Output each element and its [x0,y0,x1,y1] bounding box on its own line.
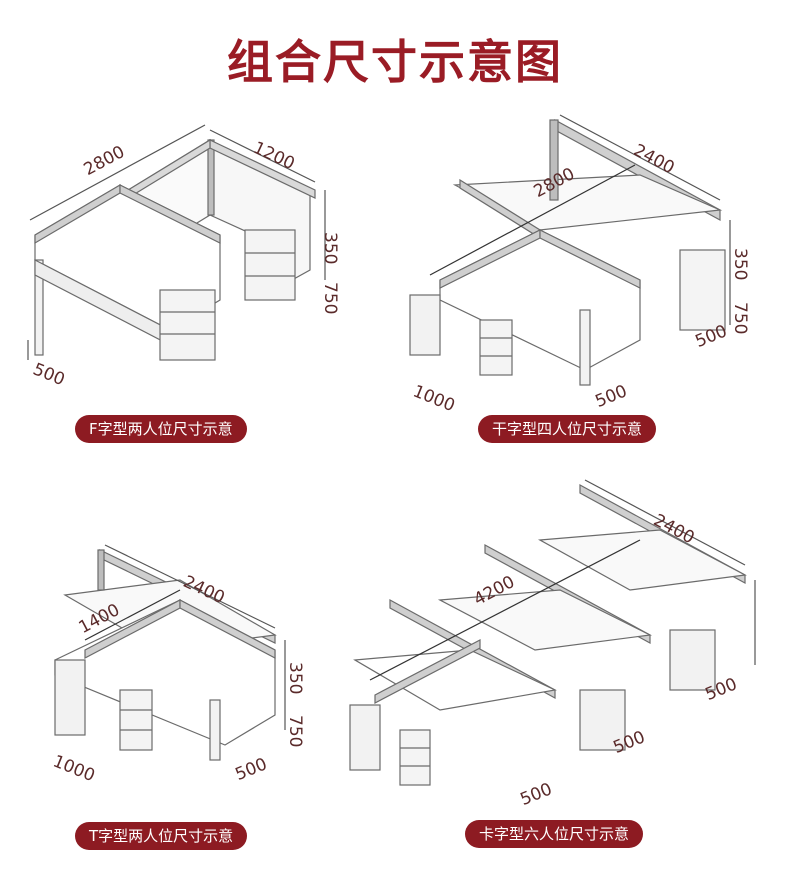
page-title: 组合尺寸示意图 [227,35,563,89]
dim-desk-height: 750 [730,302,750,335]
caption-gan-four-seat: 干字型四人位尺寸示意 [478,415,657,443]
panel-ka-six-seat: 2400 4200 500 500 500 卡字型六人位尺寸示意 [340,479,780,870]
dim-desk-height: 750 [320,282,340,315]
dim-screen-height: 350 [730,248,750,281]
workstation-drawing [409,114,731,386]
caption-f-two-seat: F字型两人位尺寸示意 [75,415,247,443]
panel-t-two-seat: 2400 1400 350 750 1000 500 T字型两人位尺寸示意 [30,540,360,870]
dim-screen-height: 350 [285,662,305,695]
dim-desk-height: 750 [285,715,305,748]
dim-screen-height: 350 [320,232,340,265]
workstation-drawing [349,479,756,786]
panel-f-two-seat: 2800 1200 350 750 500 F字型两人位尺寸示意 [20,120,380,450]
workstation-drawing [27,124,326,361]
panel-gan-four-seat: 2400 2800 350 750 500 1000 500 干字型四人位尺寸示… [400,110,780,450]
caption-ka-six-seat: 卡字型六人位尺寸示意 [465,820,644,848]
caption-t-two-seat: T字型两人位尺寸示意 [75,822,248,850]
workstation-drawing [54,544,286,761]
